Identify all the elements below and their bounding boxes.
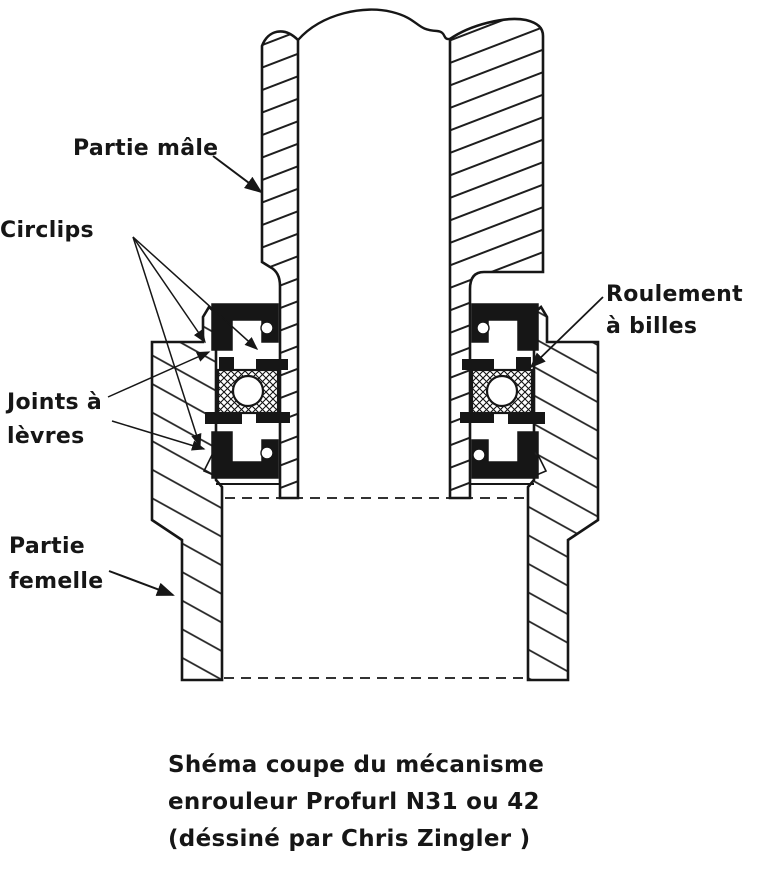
caption-line-3: (déssiné par Chris Zingler )	[168, 826, 531, 852]
arrow-circlips-3	[132, 236, 202, 448]
female-part-section	[150, 305, 600, 682]
bearing-ball-right	[485, 374, 519, 408]
tube-break-line	[296, 8, 452, 42]
female-housing-right-wall	[526, 305, 600, 682]
retainer	[516, 357, 531, 371]
lip-seals	[211, 303, 539, 479]
caption-line-2: enrouleur Profurl N31 ou 42	[168, 789, 540, 815]
retainer	[219, 357, 234, 371]
arrow-circlips-1	[132, 236, 206, 344]
retainer	[462, 359, 494, 370]
circlip-wedge-left	[202, 446, 217, 478]
label-circlips: Circlips	[0, 218, 94, 243]
arrow-partie-male	[212, 155, 263, 194]
lip-seal-top-right	[471, 303, 539, 351]
retainer	[256, 359, 288, 370]
seal-detail-circle	[260, 321, 274, 335]
label-joints-a-levres: Joints à lèvres	[7, 390, 103, 449]
arrow-circlips-2	[132, 236, 259, 351]
seal-detail-circle	[260, 446, 274, 460]
arrow-joints-1	[107, 351, 211, 398]
circlip-wedges	[202, 446, 548, 478]
caption: Shéma coupe du mécanisme enrouleur Profu…	[168, 747, 544, 858]
retainer	[508, 412, 545, 424]
arrow-joints-2	[111, 420, 206, 451]
male-tube-right-wall	[448, 17, 545, 500]
male-tube-left-wall	[260, 30, 300, 500]
leader-arrows	[107, 155, 604, 596]
lip-seal-bottom-left	[211, 431, 279, 479]
label-partie-femelle: Partie femelle	[9, 534, 104, 594]
male-part-section	[260, 8, 545, 500]
circlip-wedge-right	[533, 446, 548, 478]
label-roulement-a-billes: Roulement à billes	[606, 282, 743, 339]
retainer	[205, 412, 242, 424]
arrow-partie-femelle	[108, 570, 175, 596]
lip-seal-bottom-right	[471, 431, 539, 479]
retaining-rings	[205, 357, 545, 424]
seal-detail-circle	[476, 321, 490, 335]
bearing-ball-left	[231, 374, 265, 408]
retainer	[460, 412, 494, 423]
lip-seal-top-left	[211, 303, 279, 351]
retainer	[256, 412, 290, 423]
arrow-roulement	[529, 296, 604, 369]
label-partie-male: Partie mâle	[73, 136, 219, 161]
female-housing-left-wall	[150, 305, 224, 682]
caption-line-1: Shéma coupe du mécanisme	[168, 752, 545, 778]
seal-detail-circle	[472, 448, 486, 462]
ball-bearings	[216, 368, 534, 415]
